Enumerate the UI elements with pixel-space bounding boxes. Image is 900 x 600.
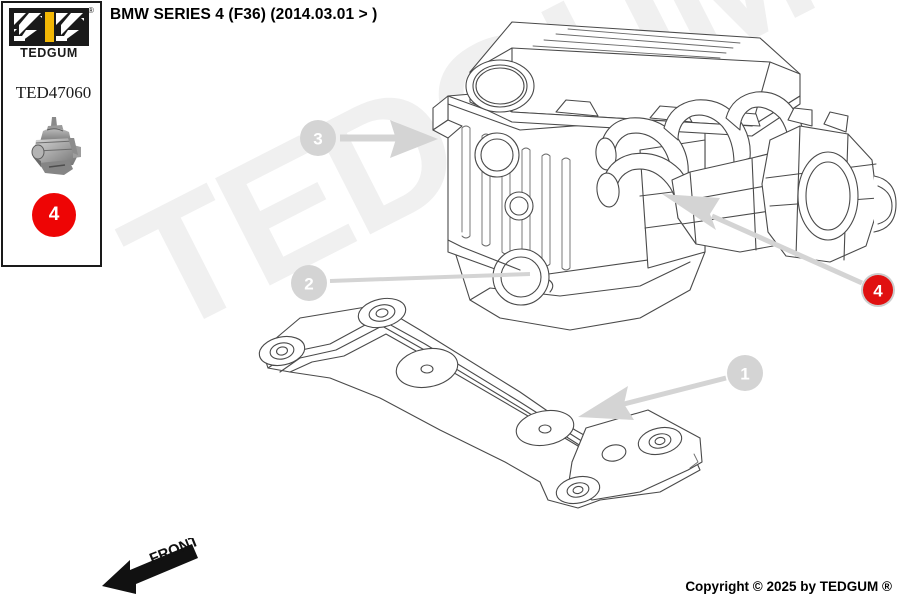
tedgum-wordmark: TEDGUM <box>20 46 78 60</box>
subframe-crossmember <box>258 297 703 509</box>
callout-4-label: 4 <box>873 282 883 301</box>
callout-3[interactable]: 3 <box>300 120 438 158</box>
part-index-badge: 4 <box>32 193 76 237</box>
page-title: BMW SERIES 4 (F36) (2014.03.01 > ) <box>110 6 378 23</box>
front-direction-indicator: FRONT <box>102 538 201 594</box>
callout-1[interactable]: 1 <box>578 355 763 420</box>
transmission-housing <box>761 107 897 263</box>
callout-2-label: 2 <box>304 275 313 294</box>
part-number: TED47060 <box>15 83 92 102</box>
engine-block <box>432 79 706 331</box>
callout-1-label: 1 <box>740 365 749 384</box>
callout-3-label: 3 <box>313 130 322 149</box>
callout-2[interactable]: 2 <box>291 265 531 301</box>
tedgum-logo: ® TEDGUM <box>9 6 95 60</box>
copyright-notice: Copyright © 2025 by TEDGUM ® <box>685 579 892 594</box>
part-info-panel: ® TEDGUM TED47060 <box>1 1 102 267</box>
valve-cover <box>465 21 801 137</box>
registered-icon: ® <box>88 6 94 15</box>
part-photo <box>23 113 87 179</box>
callout-4[interactable]: 4 <box>662 194 895 307</box>
tedgum-logo-mark <box>9 8 89 46</box>
